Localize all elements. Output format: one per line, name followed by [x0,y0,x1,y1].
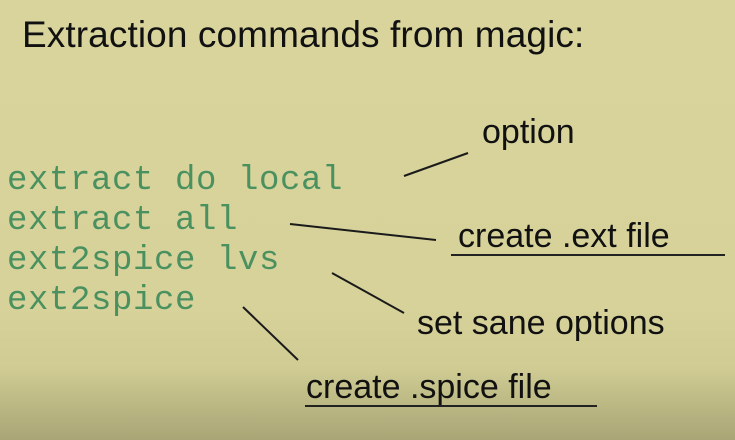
command-extract-do-local: extract do local [7,162,344,200]
leader-line-sane-options [331,272,405,314]
command-extract-all: extract all [7,202,239,240]
leader-line-option [403,152,469,177]
command-ext2spice-lvs: ext2spice lvs [7,242,281,280]
annotation-underline-ext [451,254,725,256]
annotation-create-ext-file: create .ext file [458,217,670,255]
command-ext2spice: ext2spice [7,282,197,320]
annotation-underline-spice [305,405,597,407]
annotation-set-sane-options: set sane options [417,304,665,342]
slide-title: Extraction commands from magic: [22,14,585,55]
leader-line-ext-file [289,223,437,241]
annotation-create-spice-file: create .spice file [306,368,552,406]
leader-line-spice-file [242,306,299,361]
annotation-option: option [482,113,575,151]
